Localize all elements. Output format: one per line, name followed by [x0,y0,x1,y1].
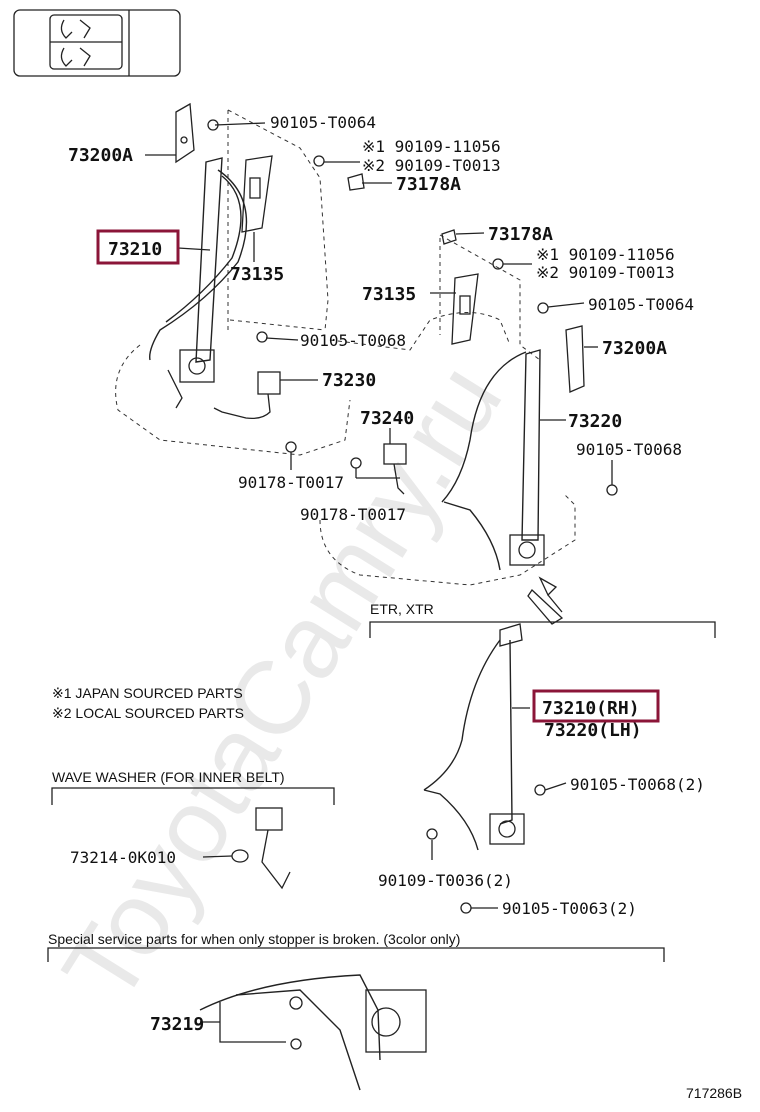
watermark: ToyotaCamry.ru [41,345,524,1022]
part-90109-t0013-left[interactable]: ※2 90109-T0013 [362,156,501,175]
part-90105-t0068-2[interactable]: 90105-T0068(2) [570,775,705,794]
part-73210-rh[interactable]: 73210(RH) [542,698,640,719]
note-local-sourced: ※2 LOCAL SOURCED PARTS [52,705,244,721]
part-73178a-left[interactable]: 73178A [396,174,461,195]
variant-label: ETR, XTR [370,601,434,617]
part-90105-t0063-2[interactable]: 90105-T0063(2) [502,899,637,918]
wave-washer-label: WAVE WASHER (FOR INNER BELT) [52,769,285,785]
highlight-73210 [96,229,180,265]
left-seat-assembly [115,102,365,456]
special-service-note: Special service parts for when only stop… [48,931,460,947]
part-73135-left[interactable]: 73135 [230,264,284,285]
part-73240[interactable]: 73240 [360,408,414,429]
highlight-73210-rh [532,689,660,723]
part-73214-0k010[interactable]: 73214-0K010 [70,848,176,867]
leader-lines [145,122,613,909]
part-73200a-left[interactable]: 73200A [68,145,133,166]
part-73220[interactable]: 73220 [568,411,622,432]
part-90105-t0064-right[interactable]: 90105-T0064 [588,295,694,314]
part-73220-lh[interactable]: 73220(LH) [544,720,642,741]
view-selector-icon [13,9,181,77]
part-90178-t0017-b[interactable]: 90178-T0017 [300,505,406,524]
part-90109-t0036-2[interactable]: 90109-T0036(2) [378,871,513,890]
part-90105-t0068-right[interactable]: 90105-T0068 [576,440,682,459]
part-90105-t0064-left[interactable]: 90105-T0064 [270,113,376,132]
part-90178-t0017-a[interactable]: 90178-T0017 [238,473,344,492]
part-73219[interactable]: 73219 [150,1014,204,1035]
part-90109-11056-right[interactable]: ※1 90109-11056 [536,245,675,264]
part-73200a-right[interactable]: 73200A [602,338,667,359]
part-90109-11056-left[interactable]: ※1 90109-11056 [362,137,501,156]
part-90105-t0068-left[interactable]: 90105-T0068 [300,331,406,350]
special-service-section [47,947,665,1091]
note-japan-sourced: ※1 JAPAN SOURCED PARTS [52,685,243,701]
right-seat-assembly [319,229,618,625]
part-90109-t0013-right[interactable]: ※2 90109-T0013 [536,263,675,282]
part-73178a-right[interactable]: 73178A [488,224,553,245]
part-73135-right[interactable]: 73135 [362,284,416,305]
part-73230[interactable]: 73230 [322,370,376,391]
etr-xtr-variant [369,621,716,914]
part-73210[interactable]: 73210 [108,239,162,260]
figure-code: 717286B [686,1085,742,1101]
